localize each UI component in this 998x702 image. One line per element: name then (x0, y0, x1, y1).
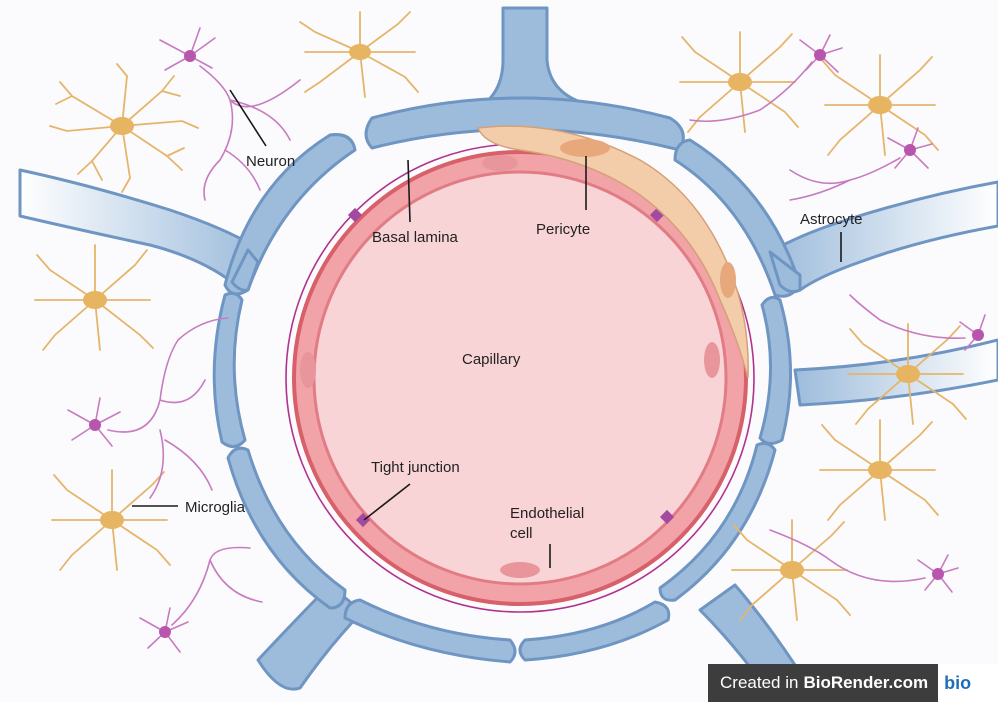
label-capillary: Capillary (462, 351, 521, 368)
label-neuron: Neuron (246, 153, 295, 170)
credit-brand: BioRender.com (803, 673, 928, 693)
credit-text: Created in BioRender.com (708, 664, 938, 702)
label-basal-lamina: Basal lamina (372, 229, 459, 246)
credit-prefix: Created in (720, 673, 798, 693)
biorender-logo: bio (938, 664, 998, 702)
label-tight-junction: Tight junction (371, 459, 460, 476)
label-astrocyte: Astrocyte (800, 211, 863, 228)
biorender-credit-badge[interactable]: Created in BioRender.com bio (708, 664, 998, 702)
label-pericyte: Pericyte (536, 221, 590, 238)
label-endothelial-line1: Endothelial (510, 505, 584, 522)
label-microglia: Microglia (185, 499, 246, 516)
label-endothelial-line2: cell (510, 525, 533, 542)
